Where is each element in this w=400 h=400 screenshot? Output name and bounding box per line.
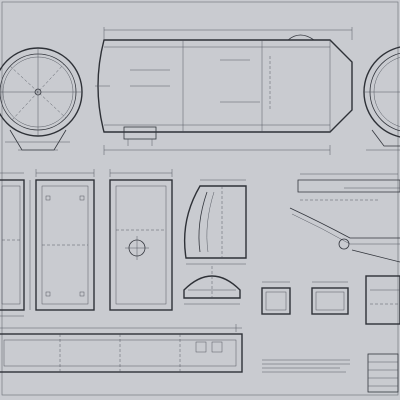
base-frame-view — [0, 324, 243, 373]
sub-detail-a — [261, 281, 291, 315]
sub-detail-b — [311, 281, 349, 315]
chute-detail — [289, 173, 400, 263]
title-block — [262, 353, 399, 393]
ring-exterior-view — [363, 46, 400, 151]
middle-panel-view — [29, 169, 95, 311]
right-plate-view — [365, 275, 400, 325]
ring-interior-view — [0, 47, 83, 151]
right-panel-view — [109, 169, 173, 311]
curved-frame-view — [183, 179, 247, 265]
tank-side-view — [95, 27, 353, 155]
half-round-plate — [183, 266, 241, 305]
left-panel-view — [0, 172, 25, 317]
